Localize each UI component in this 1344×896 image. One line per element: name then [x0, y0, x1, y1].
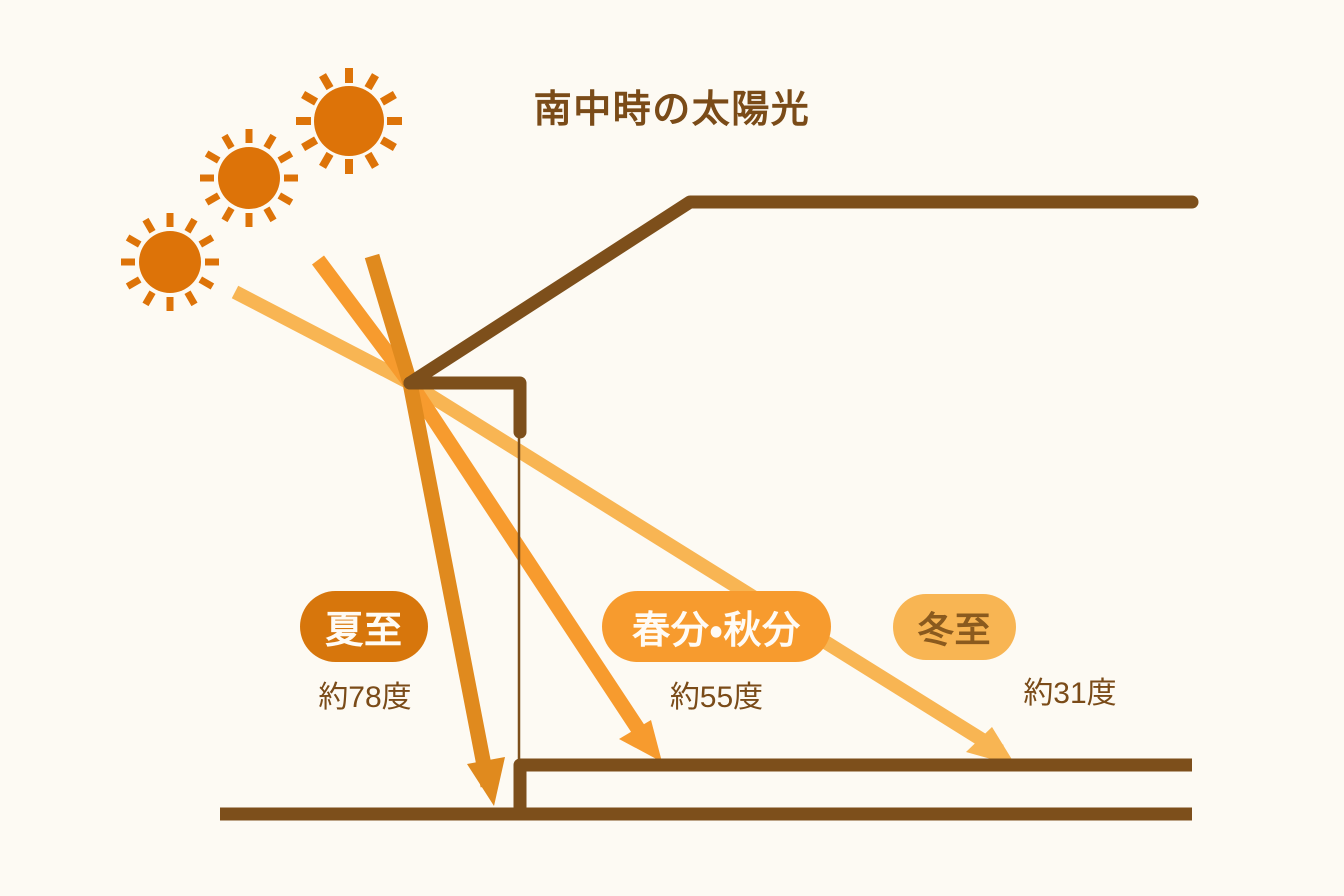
sun-equinox-icon	[200, 129, 298, 227]
label-pill-equinox[interactable]: 春分・秋分	[602, 591, 831, 662]
sun-winter-icon	[121, 213, 219, 311]
sun-group	[121, 68, 402, 311]
page-title: 南中時の太陽光	[533, 89, 811, 131]
pill-label-text: 冬至	[917, 609, 992, 650]
eave-soffit-line	[403, 376, 527, 439]
angle-text-winter: 約31度	[1023, 677, 1117, 710]
angle-text-summer: 約78度	[318, 681, 412, 714]
pill-label-text: 夏至	[325, 610, 403, 652]
sun-ray-group	[231, 253, 1016, 806]
label-pill-summer[interactable]: 夏至	[300, 591, 428, 662]
floor-line	[513, 758, 1192, 814]
building-group	[220, 195, 1199, 821]
angle-text-equinox: 約55度	[669, 681, 764, 714]
sun-summer-icon	[296, 68, 402, 174]
label-pill-winter[interactable]: 冬至	[893, 594, 1016, 660]
roof-line	[403, 195, 1199, 390]
pill-label-text: 春分・秋分	[632, 610, 801, 652]
